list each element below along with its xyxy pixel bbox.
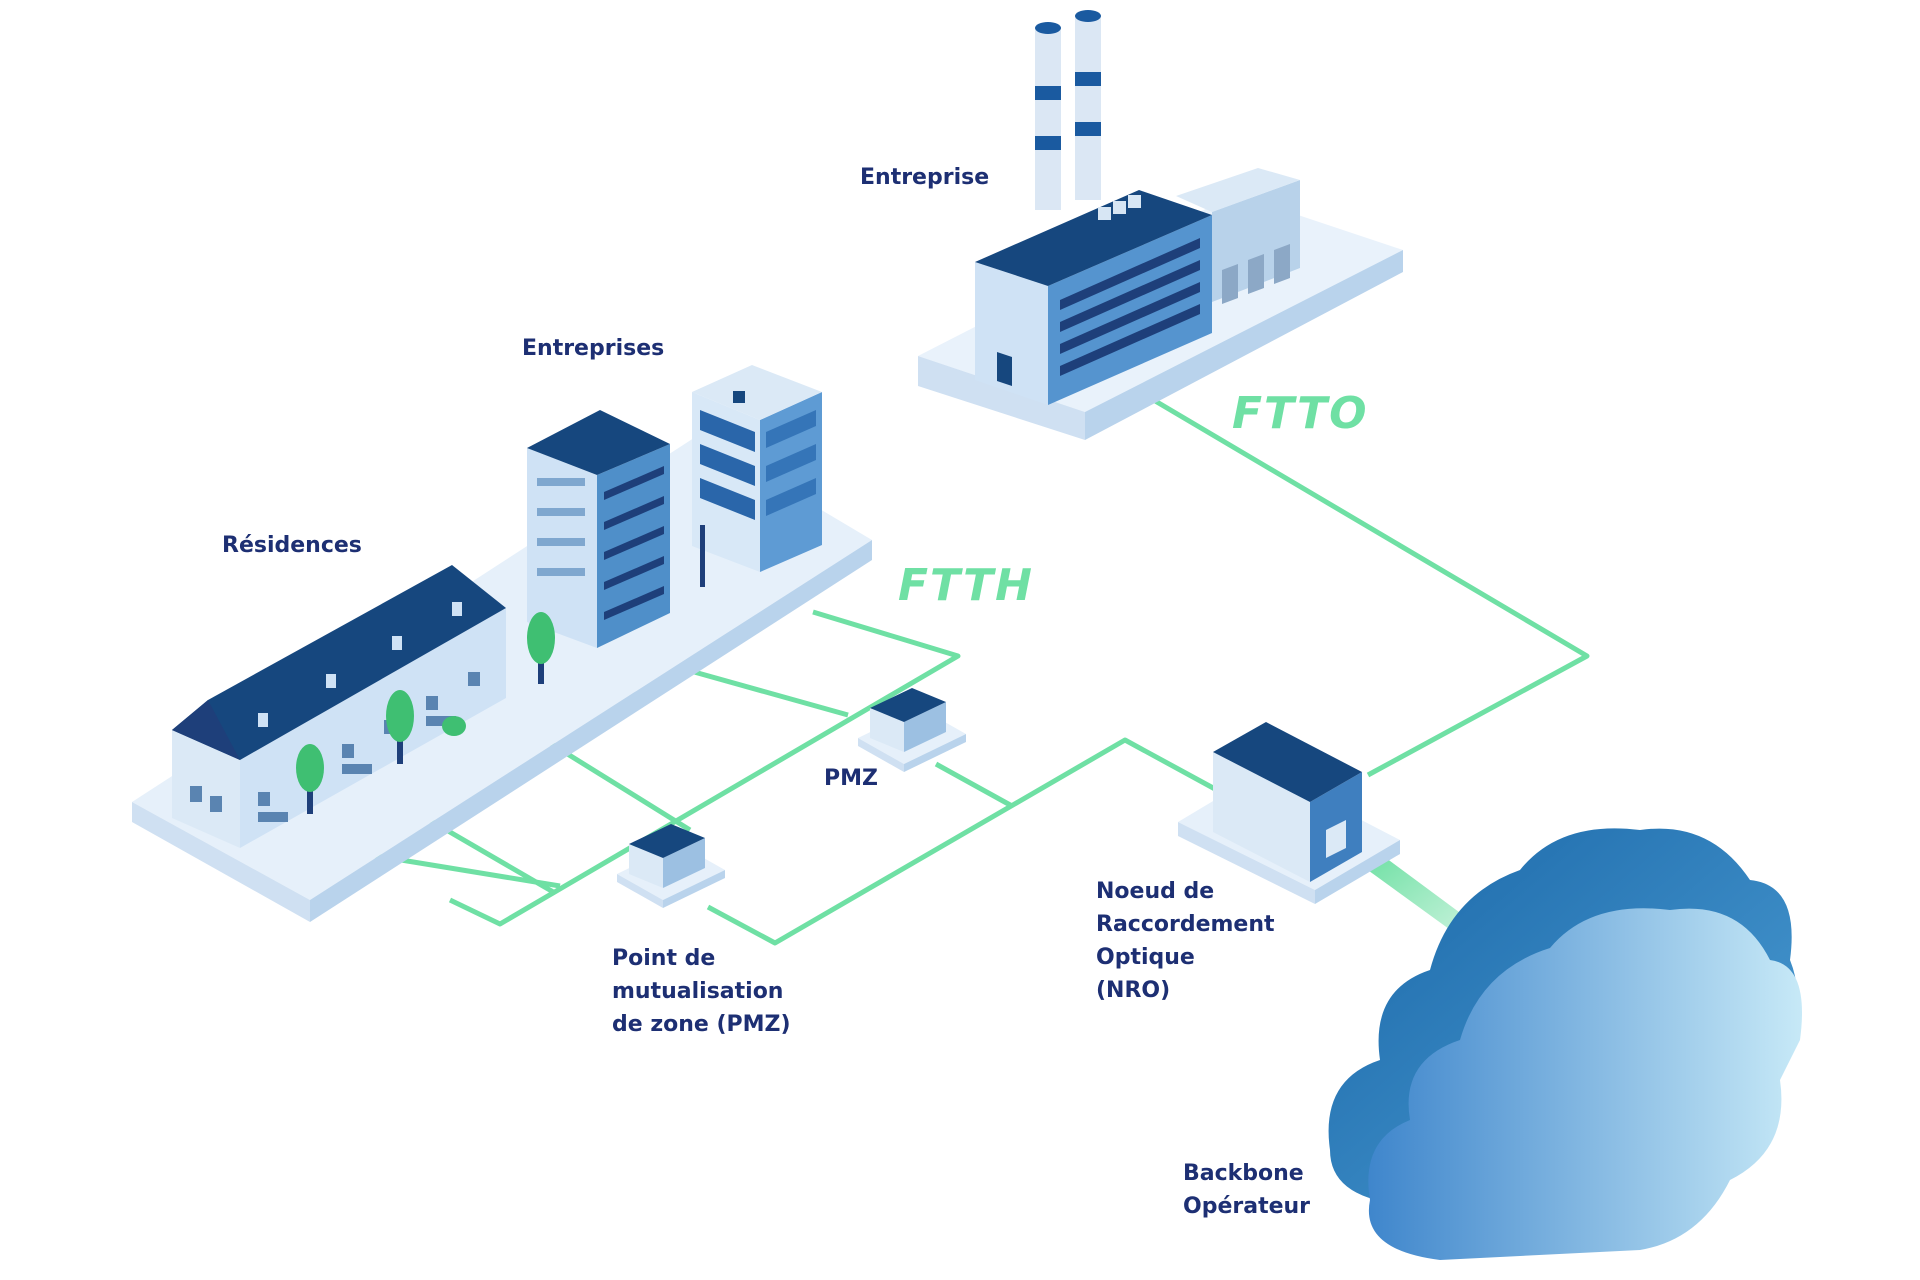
factory-roof [975, 190, 1212, 286]
city-platform-left [132, 802, 310, 922]
tower-2-roof [692, 365, 822, 420]
city-platform-right [310, 540, 872, 922]
chimney-1 [1035, 28, 1061, 210]
factory-platform-left [918, 356, 1085, 440]
ftto-fiber-line [1138, 389, 1590, 778]
label-ftto: FTTO [1232, 388, 1369, 439]
label-nro-line4: (NRO) [1096, 978, 1170, 1003]
factory-door [997, 352, 1012, 386]
label-ftth: FTTH [898, 560, 1034, 611]
pmz2-trunk [934, 761, 1014, 809]
factory-building [918, 10, 1403, 440]
city-block [132, 365, 872, 922]
label-nro-line2: Raccordement [1096, 912, 1275, 937]
tower-1-roof [527, 410, 670, 475]
pmz-cabinet-upper [858, 688, 966, 772]
factory-platform-right [1085, 250, 1403, 440]
label-entreprises: Entreprises [522, 336, 664, 361]
labels: Entreprise Entreprises Résidences PMZ Po… [222, 165, 1310, 1219]
chimney-2 [1075, 16, 1101, 200]
nro-building [1178, 722, 1400, 904]
label-backbone-line1: Backbone [1183, 1161, 1304, 1186]
label-nro-line1: Noeud de [1096, 879, 1214, 904]
label-pmz-line2: mutualisation [612, 979, 783, 1004]
label-pmz-line1: Point de [612, 946, 715, 971]
label-residences: Résidences [222, 533, 362, 558]
trees [296, 612, 555, 814]
label-backbone-line2: Opérateur [1183, 1194, 1310, 1219]
residences-roof [172, 565, 506, 760]
backbone-cloud [1328, 828, 1802, 1260]
factory-left-face [975, 262, 1048, 405]
residences-left-face [172, 730, 240, 848]
backbone-pmz-trunk [706, 737, 1217, 946]
label-pmz-short: PMZ [824, 766, 878, 791]
label-pmz-line3: de zone (PMZ) [612, 1012, 791, 1037]
ftth-branch-1 [679, 665, 849, 718]
pmz-cabinet-lower [617, 824, 725, 908]
technology-labels: FTTO FTTH [898, 388, 1369, 611]
ftth-main [448, 609, 961, 927]
label-nro-line3: Optique [1096, 945, 1195, 970]
street-lamp [700, 525, 705, 587]
label-entreprise: Entreprise [860, 165, 989, 190]
tower-1-left [527, 448, 597, 648]
